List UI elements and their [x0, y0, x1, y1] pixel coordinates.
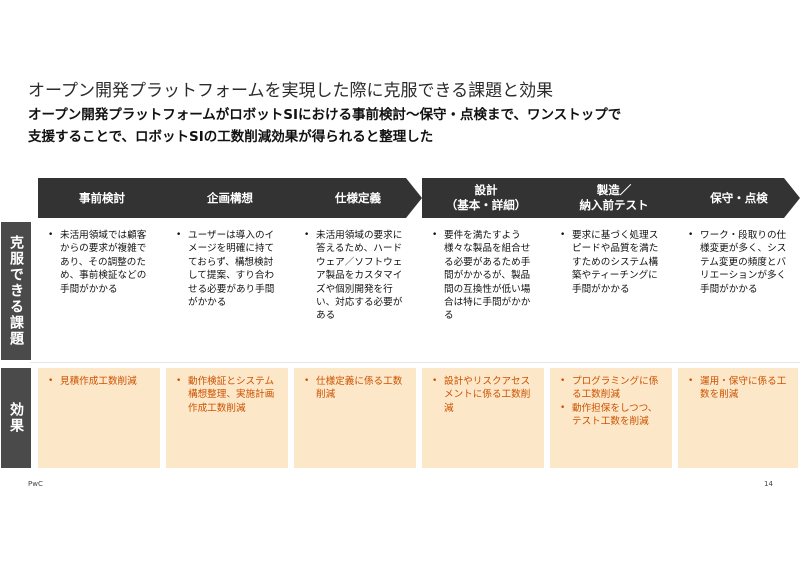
effect-text: 仕様定義に係る工数削減	[316, 376, 403, 401]
subtitle-line-2: 支援することで、ロボットSIの工数削減効果が得られると整理した	[28, 129, 434, 145]
row-divider	[30, 362, 800, 363]
effect-bullet: •動作検証とシステム構想整理、実施計画作成工数削減	[176, 375, 282, 415]
challenge-bullet: •未活用領域の要求に答えるため、ハードウェア／ソフトウェア製品をカスタマイズや個…	[304, 229, 410, 323]
phase-arrow-pre-design	[38, 178, 422, 218]
challenge-text: 未活用領域の要求に答えるため、ハードウェア／ソフトウェア製品をカスタマイズや個別…	[316, 230, 403, 322]
effect-bullet: •設計やリスクアセスメントに係る工数削減	[432, 375, 538, 415]
row-header-challenges-label: 克服できる課題	[8, 235, 24, 347]
phase-label-maintenance: 保守・点検	[710, 190, 768, 205]
effect-text: 動作担保をしつつ、テスト工数を削減	[572, 402, 658, 428]
challenge-bullet: •要求に基づく処理スピードや品質を満たすためのシステム構築やティーチングに手間が…	[560, 229, 666, 296]
page-subtitle: オープン開発プラットフォームがロボットSIにおける事前検討～保守・点検まで、ワン…	[28, 104, 788, 148]
effect-text: 設計やリスクアセスメントに係る工数削減	[444, 376, 531, 414]
effect-cell-spec: •仕様定義に係る工数削減	[294, 368, 416, 468]
challenge-cell-maintenance: •ワーク・段取りの仕様変更が多く、システム変更の頻度とバリエーションが多く手間が…	[678, 222, 798, 360]
phase-label-manufacturing: 製造／ 納入前テスト	[550, 178, 678, 218]
effect-text: 運用・保守に係る工数を削減	[700, 376, 787, 401]
phase-band: 事前検討 企画構想 仕様定義 設計 （基本・詳細） 製造／ 納入前テスト 保守・…	[38, 178, 800, 218]
effect-text: 見積作成工数削減	[60, 376, 137, 387]
phase-arrow-maintenance	[678, 178, 800, 218]
effect-text: 動作検証とシステム構想整理、実施計画作成工数削減	[188, 376, 275, 414]
phase-label-spec: 仕様定義	[335, 190, 381, 205]
challenge-cell-manufacturing: •要求に基づく処理スピードや品質を満たすためのシステム構築やティーチングに手間が…	[550, 222, 672, 360]
challenge-cell-design: •要件を満たすよう様々な製品を組合せる必要があるため手間がかかるが、製品間の互換…	[422, 222, 544, 360]
phase-label-manufacturing-line2: 納入前テスト	[579, 198, 649, 212]
effect-bullet: •運用・保守に係る工数を削減	[688, 375, 792, 402]
challenge-text: 要求に基づく処理スピードや品質を満たすためのシステム構築やティーチングに手間がか…	[572, 230, 659, 295]
phase-label-design-line2: （基本・詳細）	[445, 198, 527, 212]
challenge-cell-planning: •ユーザーは導入のイメージを明確に持てておらず、構想検討して提案、すり合わせる必…	[166, 222, 288, 360]
phase-arrow-design-build	[422, 178, 704, 218]
challenge-text: ユーザーは導入のイメージを明確に持てておらず、構想検討して提案、すり合わせる必要…	[188, 230, 275, 309]
subtitle-line-1: オープン開発プラットフォームがロボットSIにおける事前検討～保守・点検まで、ワン…	[28, 107, 622, 123]
effect-bullet: •仕様定義に係る工数削減	[304, 375, 410, 402]
challenge-cell-pre-study: •未活用領域では顧客からの要求が複雑であり、その調整のため、事前検証などの手間が…	[38, 222, 160, 360]
challenge-bullet: •ワーク・段取りの仕様変更が多く、システム変更の頻度とバリエーションが多く手間が…	[688, 229, 792, 296]
effect-cell-planning: •動作検証とシステム構想整理、実施計画作成工数削減	[166, 368, 288, 468]
effect-cell-design: •設計やリスクアセスメントに係る工数削減	[422, 368, 544, 468]
effect-bullet: •プログラミングに係る工数削減	[560, 375, 666, 402]
row-header-challenges: 克服できる課題	[1, 222, 31, 360]
challenge-bullet: •ユーザーは導入のイメージを明確に持てておらず、構想検討して提案、すり合わせる必…	[176, 229, 282, 309]
effect-cell-maintenance: •運用・保守に係る工数を削減	[678, 368, 798, 468]
phase-label-pre-study: 事前検討	[79, 190, 125, 205]
challenge-text: 要件を満たすよう様々な製品を組合せる必要があるため手間がかかるが、製品間の互換性…	[444, 230, 531, 322]
challenge-bullet: •未活用領域では顧客からの要求が複雑であり、その調整のため、事前検証などの手間が…	[48, 229, 154, 296]
page-title: オープン開発プラットフォームを実現した際に克服できる課題と効果	[28, 81, 554, 101]
challenge-cell-spec: •未活用領域の要求に答えるため、ハードウェア／ソフトウェア製品をカスタマイズや個…	[294, 222, 416, 360]
phase-label-manufacturing-line1: 製造／	[596, 183, 632, 197]
effect-text: プログラミングに係る工数削減	[572, 376, 659, 401]
phase-label-planning: 企画構想	[207, 190, 253, 205]
row-header-effects-label: 効果	[8, 402, 24, 434]
row-header-effects: 効果	[1, 368, 31, 468]
challenge-text: ワーク・段取りの仕様変更が多く、システム変更の頻度とバリエーションが多く手間がか…	[700, 230, 787, 295]
page-number: 14	[764, 480, 773, 488]
effect-cell-manufacturing: •プログラミングに係る工数削減 •動作担保をしつつ、テスト工数を削減	[550, 368, 672, 468]
effect-bullet: •見積作成工数削減	[48, 376, 137, 387]
challenge-bullet: •要件を満たすよう様々な製品を組合せる必要があるため手間がかかるが、製品間の互換…	[432, 229, 538, 323]
challenge-text: 未活用領域では顧客からの要求が複雑であり、その調整のため、事前検証などの手間がか…	[60, 230, 147, 295]
phase-label-design-line1: 設計	[474, 183, 498, 197]
phase-label-design: 設計 （基本・詳細）	[422, 178, 550, 218]
effect-cell-pre-study: •見積作成工数削減	[38, 368, 160, 468]
footer-brand: PwC	[28, 480, 43, 488]
effect-bullet: •動作担保をしつつ、テスト工数を削減	[560, 402, 666, 429]
